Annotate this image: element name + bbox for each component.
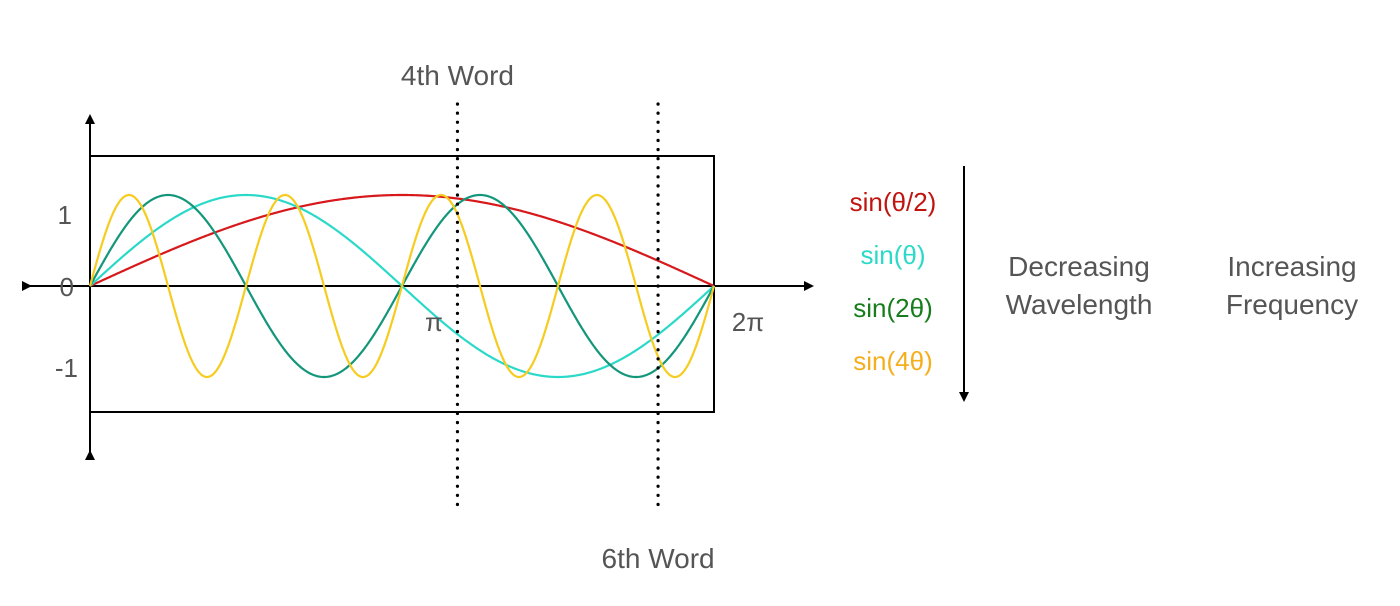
legend-sin-theta: sin(θ) xyxy=(860,240,925,270)
increasing-label-line2: Frequency xyxy=(1226,289,1358,320)
marker-label-0: 4th Word xyxy=(401,60,514,91)
series-line-3 xyxy=(88,193,716,379)
y-tick-1: 1 xyxy=(58,200,72,230)
increasing-label-line1: Increasing xyxy=(1227,251,1356,282)
y-tick-0: 0 xyxy=(60,272,74,302)
word-markers: 4th Word 6th Word xyxy=(401,60,715,574)
decreasing-label-line2: Wavelength xyxy=(1006,289,1153,320)
legend-sin-4theta: sin(4θ) xyxy=(853,346,932,376)
y-tick-minus1: -1 xyxy=(55,353,78,383)
legend-sin-2theta: sin(2θ) xyxy=(853,293,932,323)
x-tick-2pi: 2π xyxy=(732,307,764,337)
legend-sin-half-theta: sin(θ/2) xyxy=(850,187,937,217)
marker-label-1: 6th Word xyxy=(602,543,715,574)
series-line-0 xyxy=(89,193,715,287)
x-tick-pi: π xyxy=(425,307,443,337)
curves-group xyxy=(88,193,716,379)
decreasing-label-line1: Decreasing xyxy=(1008,251,1150,282)
